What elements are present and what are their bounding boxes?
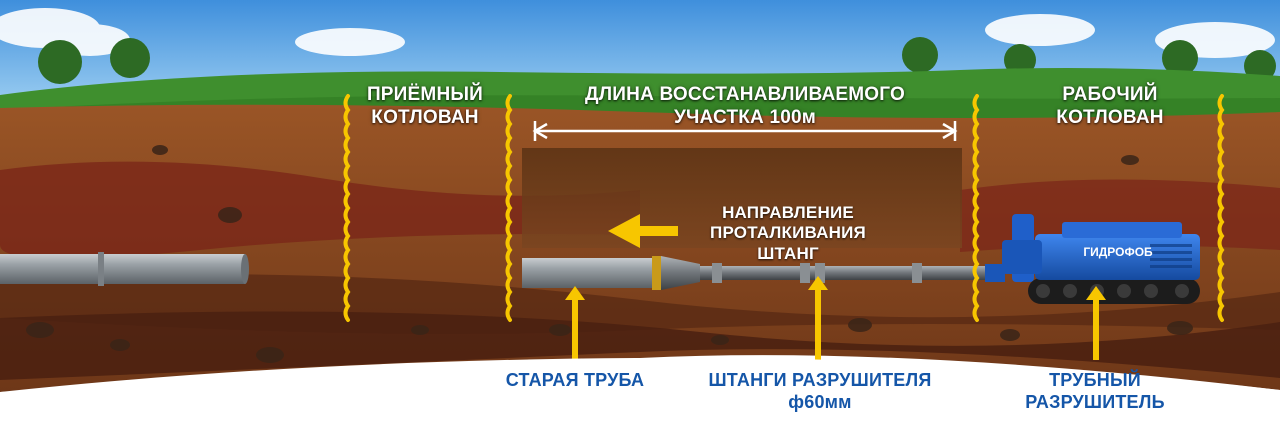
- pointer-arrows: [565, 276, 1106, 360]
- existing-pipe-left: [0, 252, 249, 286]
- working-pit-right-marker: [1217, 94, 1225, 322]
- breaker-line1: ТРУБНЫЙ: [1049, 370, 1141, 390]
- rods-line2: ф60мм: [788, 391, 852, 412]
- receiving-pit-line1: ПРИЁМНЫЙ: [366, 84, 484, 105]
- direction-line1: НАПРАВЛЕНИЕ: [722, 203, 854, 222]
- direction-label: НАПРАВЛЕНИЕ ПРОТАЛКИВАНИЯ ШТАНГ: [678, 203, 898, 264]
- old-pipe: [522, 256, 661, 290]
- rods-label: ШТАНГИ РАЗРУШИТЕЛЯ ф60мм: [690, 370, 950, 413]
- length-label: ДЛИНА ВОССТАНАВЛИВАЕМОГО УЧАСТКА 100м: [500, 84, 990, 130]
- receiving-pit-label: ПРИЁМНЫЙ КОТЛОВАН: [340, 84, 510, 130]
- old-pipe-text: СТАРАЯ ТРУБА: [505, 370, 645, 390]
- clay-layer: [0, 161, 640, 259]
- trench-cavity: [522, 148, 962, 248]
- clouds: [0, 8, 1275, 58]
- trees: [38, 37, 1276, 84]
- receiving-pit-line2: КОТЛОВАН: [371, 106, 479, 128]
- rods-line1: ШТАНГИ РАЗРУШИТЕЛЯ: [708, 370, 932, 390]
- working-pit-label: РАБОЧИЙ КОТЛОВАН: [1000, 84, 1220, 130]
- pit-boundary-markers: [343, 94, 1225, 322]
- working-pit-line1: РАБОЧИЙ: [1062, 84, 1158, 105]
- length-line1: ДЛИНА ВОССТАНАВЛИВАЕМОГО: [585, 84, 905, 105]
- base-ground-cut: [0, 357, 1280, 439]
- receiving-pit-left-marker: [343, 94, 351, 322]
- length-dimension-line: [532, 121, 958, 141]
- length-line2: УЧАСТКА 100м: [673, 106, 817, 128]
- receiving-pit-right-marker: [505, 94, 513, 322]
- direction-line2: ПРОТАЛКИВАНИЯ ШТАНГ: [710, 223, 866, 263]
- breaker-rods: [700, 263, 985, 283]
- direction-arrow: [608, 214, 678, 248]
- pipe-bursting-machine: [985, 214, 1200, 304]
- working-pit-line2: КОТЛОВАН: [1056, 106, 1164, 128]
- stones: [26, 145, 1193, 363]
- working-pit-left-marker: [972, 94, 980, 322]
- old-pipe-label: СТАРАЯ ТРУБА: [480, 370, 670, 392]
- breaker-label: ТРУБНЫЙ РАЗРУШИТЕЛЬ: [1000, 370, 1190, 413]
- machine-brand: ГИДРОФОБ: [1083, 245, 1153, 259]
- expander-head: [661, 256, 700, 290]
- breaker-line2: РАЗРУШИТЕЛЬ: [1025, 391, 1165, 412]
